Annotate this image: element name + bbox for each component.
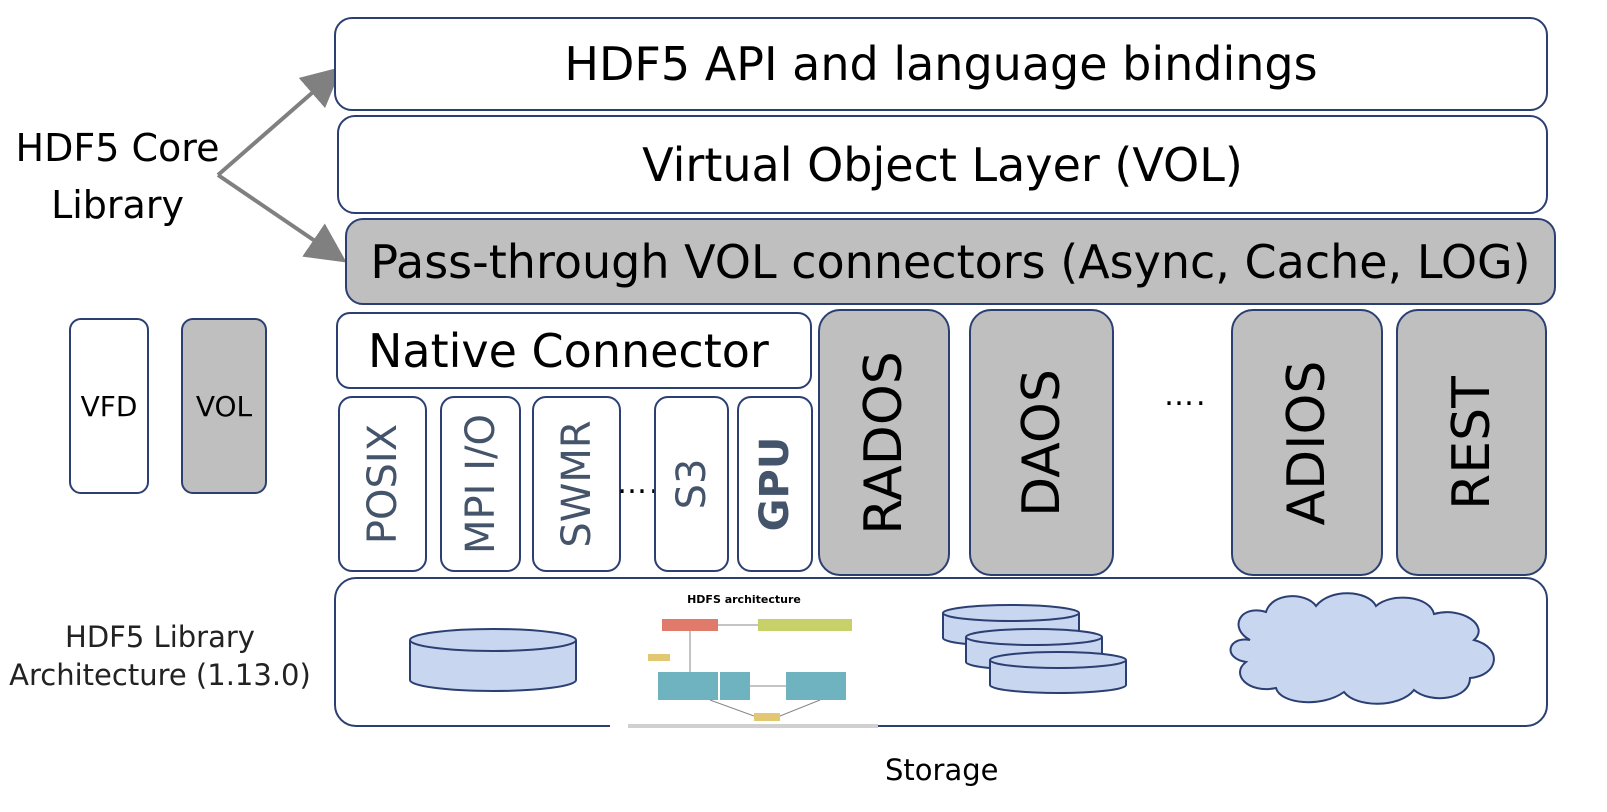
vfd-gpu: GPU <box>737 396 813 572</box>
native-connector: Native Connector <box>336 312 812 389</box>
vol-ellipsis: …. <box>1164 378 1208 413</box>
passthrough-layer-label: Pass-through VOL connectors (Async, Cach… <box>370 234 1531 289</box>
vfd-mpiio: MPI I/O <box>440 396 521 572</box>
vfd-swmr: SWMR <box>532 396 621 572</box>
hdfs-thumbnail-diagram <box>628 619 878 728</box>
architecture-label-line2: Architecture (1.13.0) <box>9 658 311 692</box>
disk-icon <box>409 628 577 692</box>
native-connector-label: Native Connector <box>368 323 769 378</box>
vol-layer-label: Virtual Object Layer (VOL) <box>642 137 1243 192</box>
legend-vol: VOL <box>181 318 267 494</box>
core-library-label-line2: Library <box>51 183 184 227</box>
vfd-s3: S3 <box>654 396 729 572</box>
cloud-icon <box>1229 592 1495 705</box>
legend-vfd: VFD <box>69 318 149 494</box>
vol-layer: Virtual Object Layer (VOL) <box>337 115 1548 214</box>
legend-vol-label: VOL <box>195 389 253 423</box>
architecture-label-line1: HDF5 Library <box>65 620 255 654</box>
api-layer-label: HDF5 API and language bindings <box>564 37 1318 91</box>
hdfs-architecture-thumbnail: HDFS architecture <box>610 588 878 728</box>
core-library-label: HDF5 Core Library <box>10 120 225 234</box>
vfd-posix: POSIX <box>338 396 427 572</box>
vol-adios: ADIOS <box>1231 309 1383 576</box>
vol-daos: DAOS <box>969 309 1114 576</box>
hdfs-thumbnail-title: HDFS architecture <box>687 593 801 606</box>
vfd-ellipsis: …. <box>617 466 661 501</box>
vol-rados: RADOS <box>818 309 950 576</box>
arrow-to-passthrough <box>216 173 347 263</box>
architecture-label: HDF5 Library Architecture (1.13.0) <box>0 618 320 694</box>
storage-label: Storage <box>885 753 999 787</box>
api-layer: HDF5 API and language bindings <box>334 17 1548 111</box>
passthrough-layer: Pass-through VOL connectors (Async, Cach… <box>345 218 1556 305</box>
legend-vfd-label: VFD <box>80 389 138 423</box>
core-library-label-line1: HDF5 Core <box>15 126 220 170</box>
arrow-to-api <box>216 66 343 177</box>
vol-rest: REST <box>1396 309 1547 576</box>
disk-stack-icon <box>942 604 1127 694</box>
